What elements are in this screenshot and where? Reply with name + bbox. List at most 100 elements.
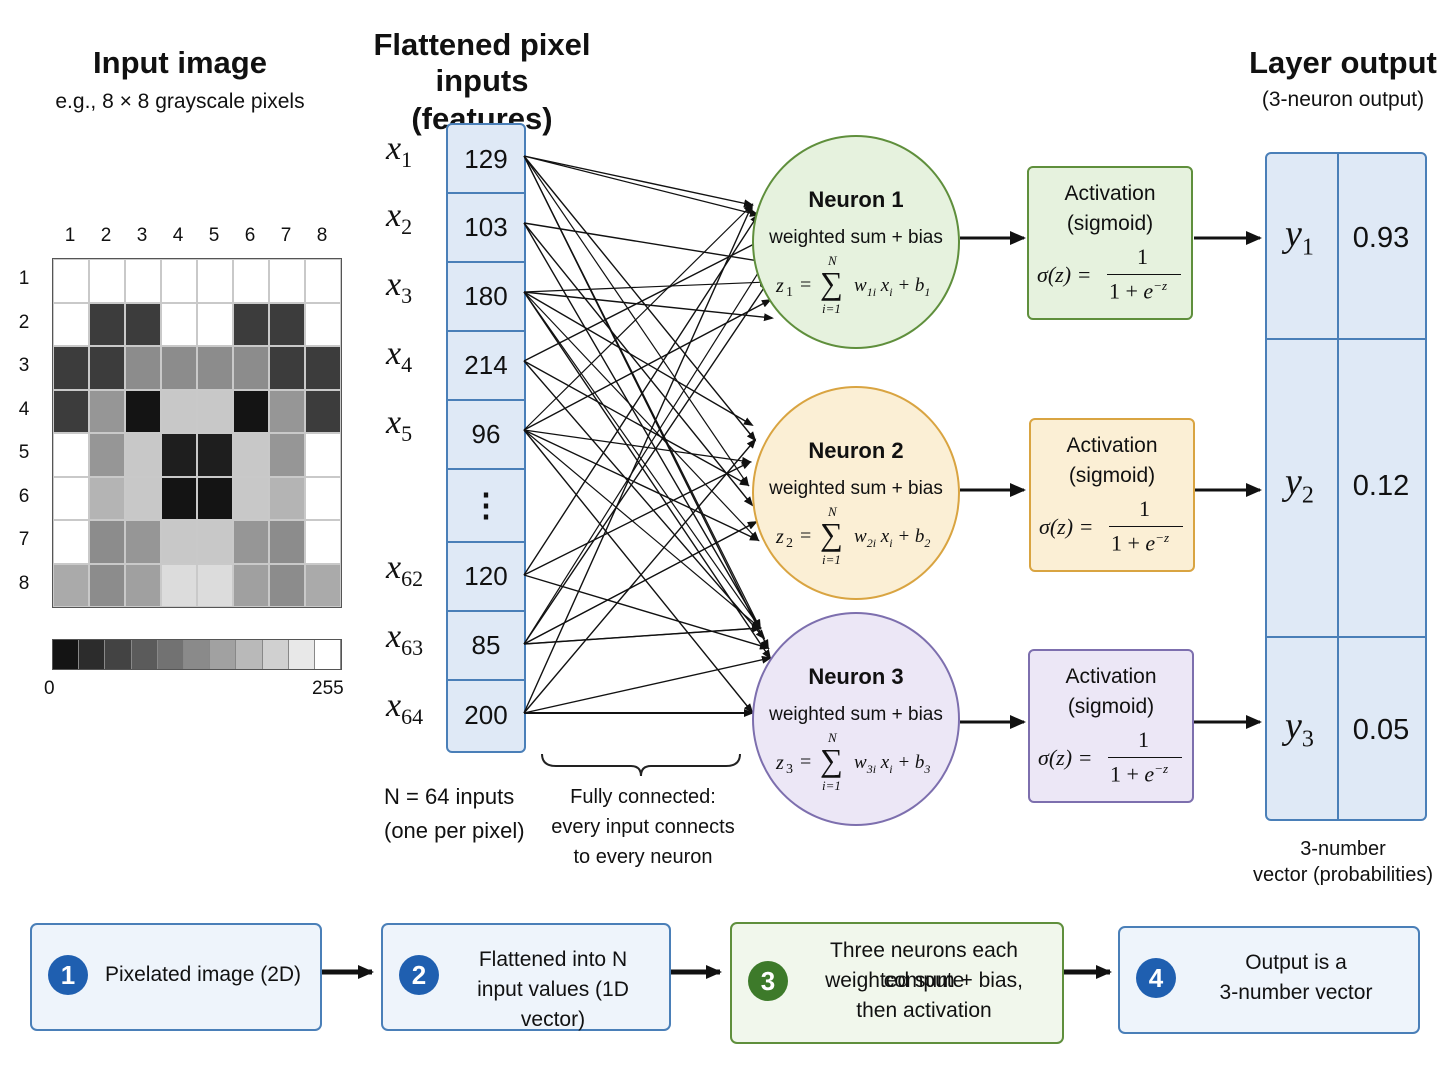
step-number-badge: 2 [399, 955, 439, 995]
step-text: input values (1D vector) [477, 978, 629, 1031]
feature-value: 129 [464, 144, 508, 174]
feature-symbol-index: 62 [401, 565, 424, 591]
feature-symbol-index: 4 [401, 351, 413, 377]
pixel-column-label: 1 [64, 225, 76, 246]
pixel-cell [89, 259, 125, 303]
step-text: Pixelated image (2D) [104, 963, 302, 986]
pixel-column-label: 5 [208, 225, 220, 246]
pixel-cell [269, 346, 305, 390]
step-text: Flattened into N [478, 948, 628, 971]
connection-line [523, 655, 772, 714]
feature-value: 96 [471, 419, 501, 449]
colorbar-step [184, 640, 211, 669]
pixel-row-label: 8 [18, 572, 30, 594]
connection-line [523, 438, 757, 714]
weighted-term: w3i xi + b3 [854, 752, 931, 776]
pixel-cell [233, 520, 269, 564]
feature-divider [448, 330, 524, 332]
features-title-line1: Flattened pixel [373, 27, 591, 62]
colorbar-step [288, 640, 315, 669]
connection-line [523, 222, 754, 507]
pixel-cell [305, 389, 341, 433]
pixel-cell [233, 563, 269, 607]
feature-value: 103 [464, 212, 508, 242]
neuron-output-symbol: z [776, 275, 784, 297]
pixel-column-label: 4 [172, 225, 184, 246]
pixel-cell [161, 389, 197, 433]
connection-line [523, 280, 770, 645]
feature-symbol-x: x [386, 335, 402, 372]
output-symbol-index: 1 [1301, 234, 1314, 261]
colorbar-step [131, 640, 158, 669]
neuron-title: Neuron 2 [808, 438, 904, 463]
pixel-cell [89, 563, 125, 607]
pixel-cell [89, 302, 125, 346]
pixel-cell [233, 302, 269, 346]
equals-sign: = [800, 274, 812, 296]
pixel-row-label: 2 [18, 311, 30, 333]
neuron-index: 3 [786, 762, 793, 777]
output-value: 0.93 [1352, 222, 1410, 254]
pixel-cell [161, 520, 197, 564]
pixel-cell [89, 433, 125, 477]
pixel-cell [125, 389, 161, 433]
feature-ellipsis: ⋮ [470, 487, 502, 523]
pixel-column-label: 2 [100, 225, 112, 246]
sum-icon: ∑ [820, 742, 843, 778]
activation-title: Activation [1065, 665, 1157, 688]
colorbar-step [105, 640, 132, 669]
connection-line [523, 429, 752, 465]
pixel-cell [125, 346, 161, 390]
neuron-output-symbol: z [776, 526, 784, 548]
pixel-cell [233, 389, 269, 433]
output-symbol-index: 3 [1301, 726, 1314, 753]
fully-connected-line1: Fully connected: [570, 786, 716, 808]
sum-upper-limit: N [828, 504, 837, 519]
output-row-divider [1267, 636, 1425, 638]
pixel-cell [305, 259, 341, 303]
output-symbol-y: y [1285, 461, 1302, 503]
input-image-title: Input image [93, 45, 267, 80]
pixel-row-label: 1 [18, 268, 30, 289]
neuron-subtitle: weighted sum + bias [769, 478, 943, 499]
step-text: Three neurons each compute [830, 939, 1018, 992]
pixel-grid [52, 258, 342, 608]
pixel-cell [269, 433, 305, 477]
feature-value: 85 [471, 630, 501, 660]
fully-connected-line2: every input connects [551, 816, 735, 838]
neuron-index: 1 [786, 285, 793, 300]
pixel-cell [197, 476, 233, 520]
output-title: Layer output [1249, 45, 1437, 80]
connection-line [523, 155, 750, 487]
sum-icon: ∑ [820, 516, 843, 552]
step-number-badge: 1 [48, 955, 88, 995]
feature-symbol-x: x [386, 549, 402, 586]
scale-max-label: 255 [312, 678, 344, 699]
neuron-title: Neuron 1 [808, 187, 904, 212]
colorbar-step [262, 640, 289, 669]
pixel-cell [269, 476, 305, 520]
step-text: 3-number vector [1219, 981, 1373, 1004]
connection-line [523, 360, 750, 486]
sum-lower-limit: i=1 [822, 301, 841, 316]
pixel-cell [197, 563, 233, 607]
feature-symbol: x64 [386, 687, 423, 730]
feature-symbol-x: x [386, 618, 402, 655]
neuron-index: 2 [786, 536, 793, 551]
pixel-cell [269, 259, 305, 303]
equals-sign: = [800, 751, 812, 773]
colorbar-step [315, 640, 342, 669]
pixel-cell [197, 346, 233, 390]
feature-value: 120 [464, 561, 508, 591]
output-note-line2: vector (probabilities) [1252, 864, 1434, 886]
colorbar-step [53, 640, 80, 669]
feature-symbol-index: 5 [401, 420, 413, 446]
output-symbol: y3 [1285, 704, 1314, 754]
